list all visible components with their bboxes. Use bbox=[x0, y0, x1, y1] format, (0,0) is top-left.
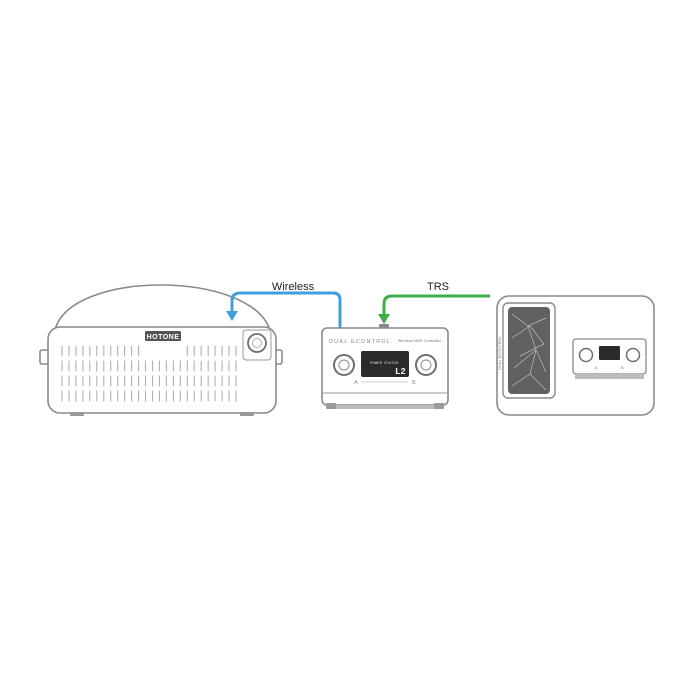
controller-screen-big-text: L2 bbox=[395, 367, 406, 377]
expression-pedal: DUAL ECONTROL bbox=[497, 302, 556, 399]
mini-footswitch-b[interactable] bbox=[625, 347, 641, 363]
footswitch-controller: DUAL ECONTROL Wireless MIDI Controller P… bbox=[321, 324, 449, 409]
amplifier: HOTONE bbox=[39, 284, 283, 416]
controller-switch-b-label: B bbox=[412, 380, 416, 386]
wireless-connection: Wireless bbox=[226, 281, 342, 328]
expression-pedal-side-text: DUAL ECONTROL bbox=[497, 335, 502, 370]
controller-brand: DUAL ECONTROL bbox=[329, 339, 391, 345]
controller-foot-left bbox=[326, 403, 336, 409]
controller-footswitch-b[interactable] bbox=[415, 354, 437, 376]
amplifier-foot-left bbox=[70, 412, 84, 416]
amplifier-volume-knob-center bbox=[252, 338, 262, 348]
expression-pedal-pattern bbox=[511, 313, 547, 391]
controller-base bbox=[330, 405, 440, 409]
amplifier-handle bbox=[54, 284, 271, 331]
controller-jack bbox=[379, 324, 389, 328]
expression-pedal-treadle bbox=[508, 307, 550, 394]
mini-controller: A B bbox=[572, 338, 647, 379]
mini-controller-base bbox=[575, 374, 644, 379]
amplifier-logo-badge bbox=[145, 331, 181, 341]
wireless-label: Wireless bbox=[272, 281, 315, 293]
wireless-arrowhead bbox=[226, 311, 238, 321]
amplifier-foot-right bbox=[240, 412, 254, 416]
controller-subtitle: Wireless MIDI Controller bbox=[398, 338, 442, 343]
mini-switch-a-label: A bbox=[595, 365, 598, 370]
controller-footswitch-b-inner bbox=[420, 359, 432, 371]
trs-arrow-line bbox=[382, 294, 490, 316]
controller-screen-left-text: POWER bbox=[370, 362, 383, 366]
controller-screen-right-text: STATUS bbox=[384, 362, 399, 366]
amplifier-body bbox=[47, 326, 277, 414]
controller-switch-a-label: A bbox=[354, 380, 358, 386]
trs-connection: TRS bbox=[378, 281, 490, 324]
amplifier-volume-knob[interactable] bbox=[247, 333, 267, 353]
external-setup-panel: DUAL ECONTROL A B bbox=[496, 295, 655, 416]
controller-screen bbox=[361, 351, 409, 377]
mini-switch-b-label: B bbox=[621, 365, 624, 370]
controller-footswitch-a[interactable] bbox=[333, 354, 355, 376]
amplifier-grille bbox=[61, 345, 237, 402]
trs-arrowhead bbox=[378, 314, 390, 324]
controller-foot-right bbox=[434, 403, 444, 409]
amplifier-brand-logo: HOTONE bbox=[147, 334, 180, 341]
trs-label: TRS bbox=[427, 281, 449, 293]
mini-footswitch-a[interactable] bbox=[578, 347, 594, 363]
wireless-arrow-line bbox=[230, 291, 342, 328]
mini-controller-screen bbox=[599, 346, 620, 360]
controller-footswitch-a-inner bbox=[338, 359, 350, 371]
